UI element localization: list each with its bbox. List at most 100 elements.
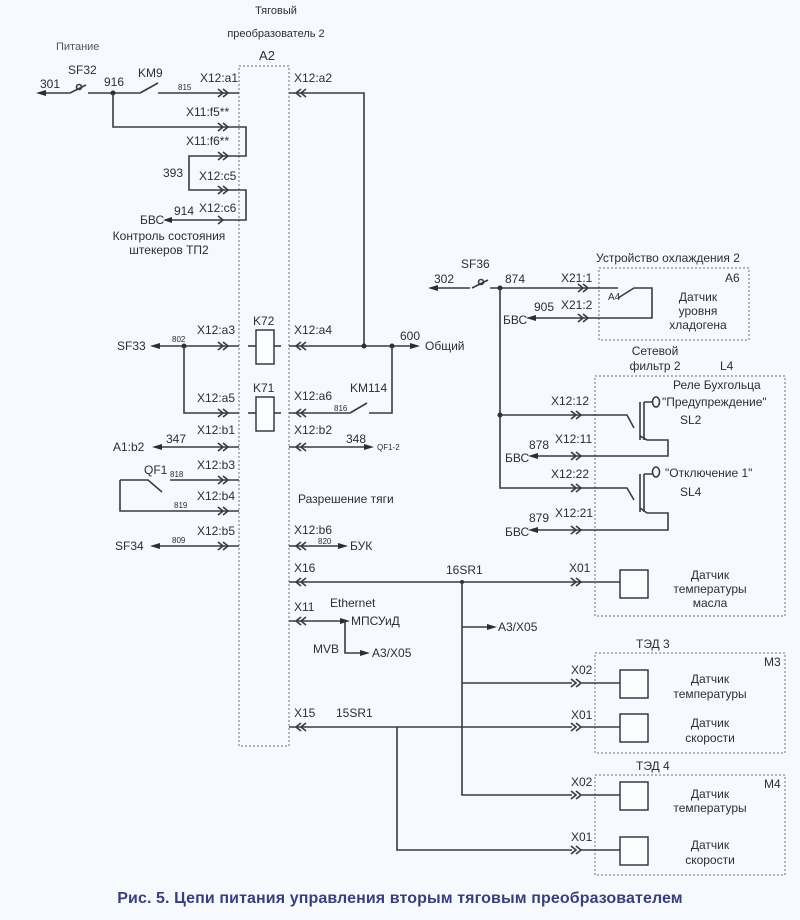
connector-icon [294,577,307,587]
connector-icon [294,88,307,98]
connector-icon [570,790,583,800]
label-sf34: SF34 [115,539,144,553]
label-x21-1: X21:1 [561,271,593,285]
label-sf36: SF36 [461,257,490,271]
connector-icon [570,722,583,732]
label-x12-22: X12:22 [551,467,589,481]
label-916: 916 [104,75,124,89]
arrow-301 [36,90,46,96]
label-x12c5: X12:c5 [199,169,237,183]
arrow-879 [528,527,538,533]
label-sf32: SF32 [68,63,97,77]
label-sl4: SL4 [680,485,702,499]
label-16sr1: 16SR1 [446,563,483,577]
label-bvs-879: БВС [505,525,529,539]
wire-x12a5 [183,346,239,414]
label-qf1: QF1 [144,463,168,477]
label-15sr1: 15SR1 [336,706,373,720]
label-816: 816 [334,404,348,413]
converter-id: A2 [259,48,275,63]
ted3-temp-sensor [619,669,649,699]
label-874: 874 [505,272,525,286]
label-bvs-905: БВС [503,313,527,327]
ted3-temp-2: температуры [673,687,746,701]
label-x12b4: X12:b4 [197,489,235,503]
relay-title: Реле Бухгольца [673,378,761,392]
ted3-id: M3 [764,655,781,669]
ted3-temp-1: Датчик [691,672,730,686]
connector-icon [217,215,225,225]
label-x12b3: X12:b3 [197,458,235,472]
junction [361,343,367,349]
label-qf12: QF1-2 [377,443,400,452]
wire-x12a2 [289,92,365,346]
label-x12-12: X12:12 [551,394,589,408]
label-bvs-878: БВС [505,451,529,465]
label-879: 879 [529,511,549,525]
label-common: Общий [425,339,465,353]
ted4-title: ТЭД 4 [636,759,670,773]
ted4-temp-1: Датчик [691,787,730,801]
label-x12-21: X12:21 [555,506,593,520]
connector-icon [217,408,230,418]
label-ted3-x02: X02 [571,663,593,677]
ted4-speed-1: Датчик [691,838,730,852]
arrow-302 [428,285,438,291]
label-a3x05-16sr1: A3/X05 [498,620,538,634]
ted4-block [594,774,786,876]
wire-x12-22 [592,487,635,501]
figure-caption: Рис. 5. Цепи питания управления вторым т… [117,890,683,907]
km9-contact [139,82,159,94]
converter-title-1: Тяговый [255,5,297,17]
label-mvb: MVB [313,642,339,656]
label-x11f5: X11:f5** [186,105,229,119]
label-815: 815 [178,83,192,92]
level-sensor-contact [590,287,653,319]
relay-coil-k71 [255,396,275,432]
connector-icon [570,525,583,535]
cooling-id: A6 [725,271,740,285]
label-302: 302 [434,272,454,286]
label-x12b6: X12:b6 [294,523,332,537]
label-809: 809 [172,536,186,545]
label-x11: X11 [294,600,315,614]
label-ted4-x02: X02 [571,775,593,789]
loop-wire [188,126,247,221]
ted3-title: ТЭД 3 [636,637,670,651]
sl4-float [639,473,652,512]
connector-icon [217,88,230,98]
ted4-temp-2: температуры [673,801,746,815]
ted3-speed-2: скорости [685,731,735,745]
ted4-speed-2: скорости [685,853,735,867]
relay-warn: "Предупреждение" [662,395,767,409]
relay-off: "Отключение 1" [665,466,752,480]
label-878: 878 [529,438,549,452]
connector-icon [294,616,307,626]
label-905: 905 [534,300,554,314]
filter-title-2: фильтр 2 [629,359,680,373]
arrow-a3x05 [360,650,370,656]
label-818: 818 [170,470,184,479]
label-bvs-914: БВС [140,213,164,227]
label-820: 820 [318,537,332,546]
label-k72: K72 [253,314,275,328]
arrow-905 [526,315,536,321]
label-km9: KM9 [138,66,163,80]
cooling-title: Устройство охлаждения 2 [596,251,740,265]
label-ted4-x01: X01 [571,830,593,844]
arrow-sf33 [150,343,160,349]
ted4-speed-sensor [619,836,649,866]
oil-temp-sensor [619,569,649,599]
connector-icon [570,678,583,688]
connector-icon [217,541,230,551]
label-802: 802 [172,335,186,344]
arrow-buk [338,543,348,549]
label-600: 600 [400,329,420,343]
arrow-qf12 [364,444,374,450]
arrow-878 [528,453,538,459]
connector-icon [570,845,583,855]
label-393: 393 [163,166,183,180]
label-a4: A4 [608,292,621,303]
wire-819 [119,480,239,512]
